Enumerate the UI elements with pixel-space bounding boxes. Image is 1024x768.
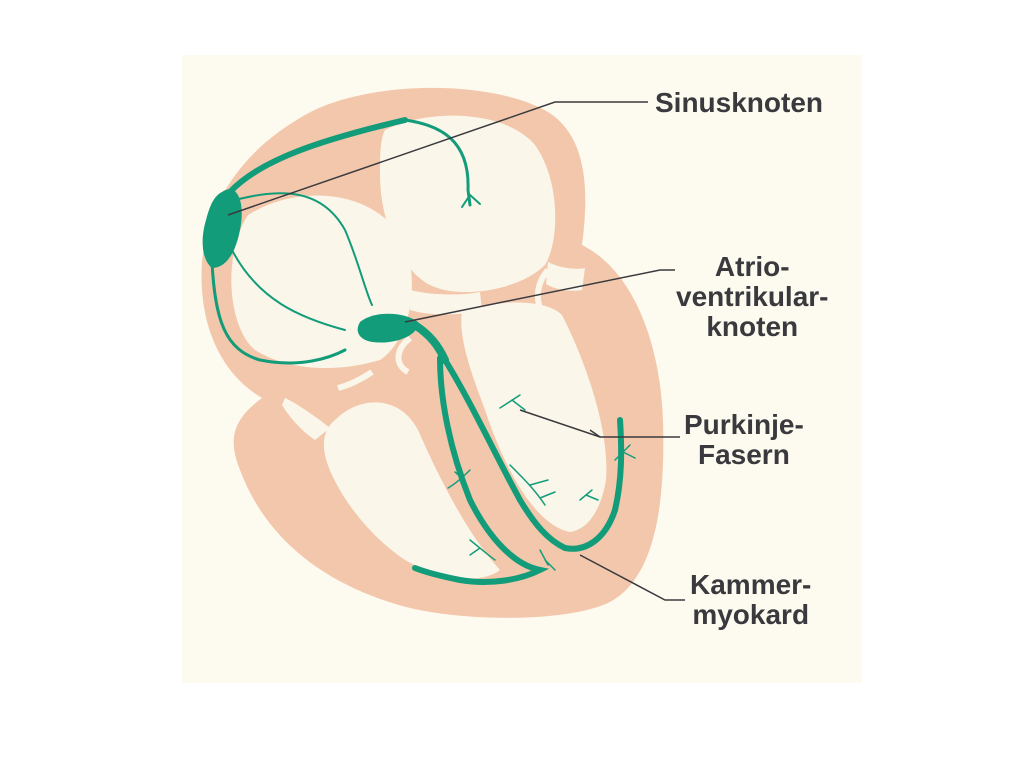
purkinje-fiber-2 [447, 469, 471, 489]
purkinje-fiber-5 [539, 549, 556, 571]
leader-kammer [579, 554, 685, 601]
internodal-anterior [234, 192, 373, 306]
av-septum-gap [410, 290, 482, 315]
right-ventricle-chamber [323, 402, 500, 579]
left-ventricle-chamber [461, 302, 607, 532]
purkinje-fiber-4 [469, 539, 496, 561]
conduction-system [202, 117, 636, 585]
label-line: Fasern [697, 439, 790, 470]
label-line: Purkinje- [684, 409, 804, 440]
purkinje-fiber-6 [614, 444, 636, 461]
label-av-knoten: Atrio- ventrikular- knoten [676, 252, 829, 342]
bundle-of-his [411, 321, 449, 364]
label-line: knoten [706, 311, 799, 342]
atrial-path-top [403, 118, 472, 207]
atrial-branch-1 [461, 194, 481, 208]
internodal-middle [231, 249, 346, 331]
label-purkinje-fasern: Purkinje- Fasern [684, 410, 804, 470]
internodal-posterior [210, 260, 347, 365]
tricuspid-valve-gap [282, 398, 330, 440]
valve-flap-lower [337, 369, 374, 391]
leader-lines [227, 101, 685, 601]
label-kammermyokard: Kammer- myokard [690, 570, 811, 630]
label-line: ventrikular- [676, 281, 829, 312]
leader-av [404, 269, 675, 323]
mitral-valve-gap [546, 262, 585, 291]
left-bundle-branch [442, 357, 625, 552]
leader-sinus [227, 101, 648, 216]
label-line: Sinusknoten [655, 87, 824, 118]
purkinje-fiber-7 [579, 489, 599, 501]
av-node [357, 313, 419, 343]
leader-purkinje-b [589, 429, 601, 438]
purkinje-fiber-3 [499, 394, 526, 411]
right-bundle-branch [412, 355, 550, 585]
label-line: Atrio- [714, 251, 790, 282]
purkinje-fiber-1 [509, 464, 556, 506]
label-line: myokard [692, 599, 810, 630]
valve-flap-center [395, 335, 413, 375]
label-sinusknoten: Sinusknoten [655, 88, 823, 118]
label-line: Kammer- [690, 569, 812, 600]
sinus-node [202, 189, 242, 268]
bachmann-bundle [227, 117, 408, 195]
left-atrium-chamber [380, 115, 556, 293]
